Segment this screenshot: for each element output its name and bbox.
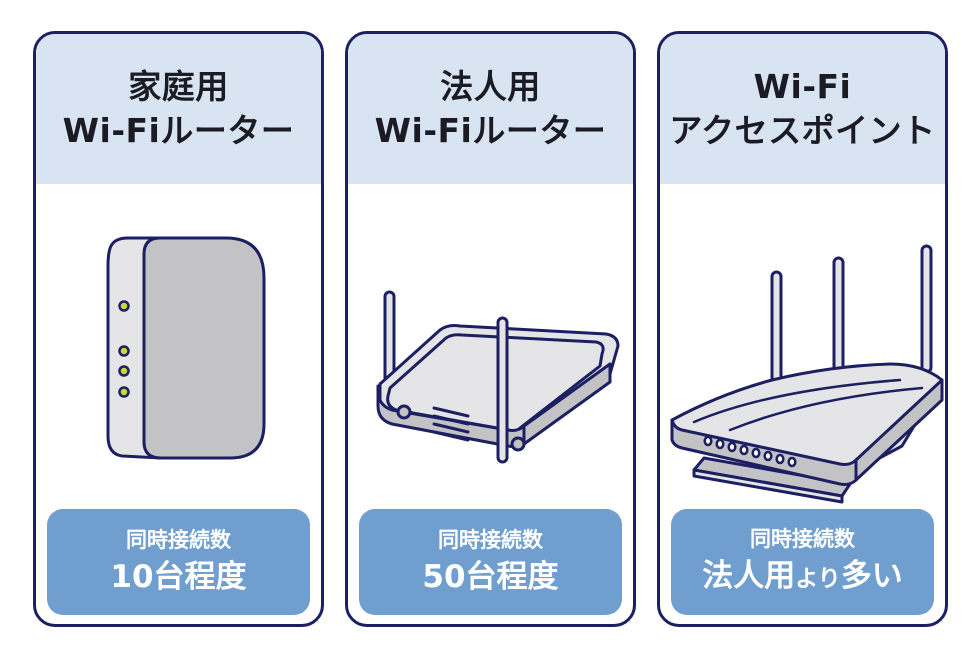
card-home-router: 家庭用 Wi-Fiルーター 同時接続数 10台程度 bbox=[33, 31, 324, 627]
device-illustration bbox=[348, 184, 633, 509]
connection-badge: 同時接続数 10台程度 bbox=[47, 509, 310, 615]
badge-label: 同時接続数 bbox=[750, 526, 855, 551]
badge-value-small: より bbox=[795, 565, 841, 592]
connection-badge: 同時接続数 法人用より多い bbox=[671, 509, 934, 615]
card-title-line2: アクセスポイント bbox=[669, 111, 936, 150]
badge-label: 同時接続数 bbox=[126, 528, 231, 552]
card-access-point: Wi-Fi アクセスポイント bbox=[657, 31, 948, 627]
device-illustration bbox=[660, 184, 945, 509]
badge-value-main: 法人用 bbox=[702, 557, 796, 594]
badge-value-tail: 多い bbox=[840, 557, 903, 594]
card-header: 法人用 Wi-Fiルーター bbox=[348, 34, 633, 184]
badge-value: 法人用より多い bbox=[702, 554, 903, 601]
badge-value: 10台程度 bbox=[110, 559, 247, 595]
card-header: Wi-Fi アクセスポイント bbox=[660, 34, 945, 184]
badge-value: 50台程度 bbox=[422, 559, 559, 595]
card-title-line2: Wi-Fiルーター bbox=[62, 111, 295, 150]
card-business-router: 法人用 Wi-Fiルーター bbox=[345, 31, 636, 627]
connection-badge: 同時接続数 50台程度 bbox=[359, 509, 622, 615]
access-point-icon bbox=[670, 244, 944, 504]
home-router-icon bbox=[106, 236, 266, 460]
card-title-line1: 法人用 bbox=[440, 67, 541, 106]
device-illustration bbox=[36, 184, 321, 509]
card-title-line2: Wi-Fiルーター bbox=[374, 111, 607, 150]
card-title-line1: 家庭用 bbox=[128, 67, 229, 106]
badge-label: 同時接続数 bbox=[438, 528, 543, 552]
business-router-icon bbox=[376, 290, 620, 464]
card-header: 家庭用 Wi-Fiルーター bbox=[36, 34, 321, 184]
card-title-line1: Wi-Fi bbox=[753, 67, 852, 106]
